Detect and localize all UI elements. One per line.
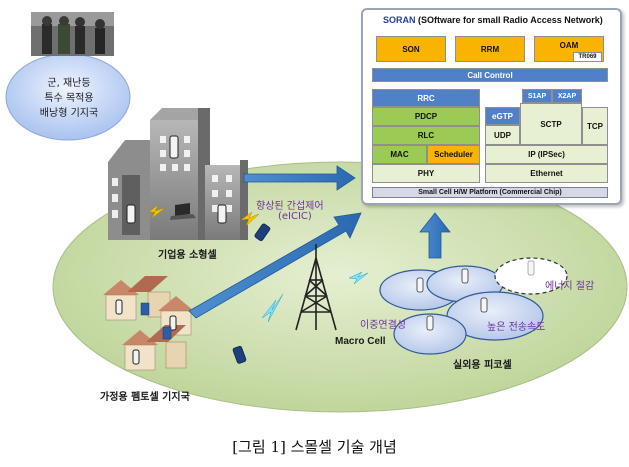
arrow-home-to-soran <box>188 212 362 319</box>
pdcp-block: PDCP <box>372 107 480 126</box>
soran-title: SORAN (SOftware for small Radio Access N… <box>383 15 603 25</box>
enterprise-buildings <box>108 108 248 240</box>
macro-tower <box>295 244 337 331</box>
enterprise-label: 기업용 소형셀 <box>158 250 217 261</box>
soran-brand: SORAN <box>383 15 416 25</box>
tcp-block: TCP <box>582 107 608 145</box>
home-label: 가정용 펨토셀 기지국 <box>100 392 190 403</box>
military-label-line3: 배낭형 기지국 <box>39 108 99 119</box>
rlc-block: RLC <box>372 126 480 145</box>
arrow-pico-to-soran <box>419 212 451 259</box>
rrm-block: RRM <box>455 36 525 62</box>
outdoor-pico-label: 실외용 피코셀 <box>453 360 512 371</box>
figure-caption: [그림 1] 스몰셀 기술 개념 <box>232 438 397 456</box>
platform-block: Small Cell H/W Platform (Commercial Chip… <box>372 187 608 198</box>
scheduler-block: Scheduler <box>427 145 480 164</box>
soldier-photo <box>31 12 114 56</box>
eicic-label-line1: 향상된 간섭제어 <box>256 201 324 212</box>
lightning-macro-phone <box>348 271 369 285</box>
x2ap-block: X2AP <box>552 89 582 103</box>
ip-ipsec-block: IP (IPSec) <box>485 145 608 164</box>
soran-architecture-panel: SORAN (SOftware for small Radio Access N… <box>361 8 622 205</box>
s1ap-block: S1AP <box>522 89 552 103</box>
rrc-block: RRC <box>372 89 480 107</box>
arrow-enterprise-to-soran <box>243 165 356 191</box>
son-block: SON <box>376 36 446 62</box>
udp-block: UDP <box>485 125 520 145</box>
phy-block: PHY <box>372 164 480 183</box>
call-control-block: Call Control <box>372 68 608 82</box>
high-speed-label: 높은 전송속도 <box>487 322 546 333</box>
home-houses <box>103 276 194 371</box>
egtp-block: eGTP <box>485 107 520 125</box>
military-label-line2: 특수 목적용 <box>44 93 94 104</box>
oam-label: OAM <box>559 41 579 50</box>
energy-saving-label: 에너지 절감 <box>545 281 595 292</box>
tr069-block: TR069 <box>573 52 602 62</box>
sctp-block: SCTP <box>520 103 582 145</box>
eicic-label-line2: (eICIC) <box>278 211 312 222</box>
pico-cells <box>379 257 568 355</box>
phone-enterprise <box>254 223 271 242</box>
lightning-home-macro <box>261 293 284 323</box>
military-label-line1: 군, 재난등 <box>47 78 91 89</box>
dual-connectivity-label: 이중연결성 <box>360 320 406 331</box>
ethernet-block: Ethernet <box>485 164 608 183</box>
mac-block: MAC <box>372 145 427 164</box>
macro-label: Macro Cell <box>335 336 386 347</box>
soran-subtitle: (SOftware for small Radio Access Network… <box>415 15 603 25</box>
lightning-enterprise-phone <box>240 211 260 227</box>
phone-home <box>232 345 247 364</box>
